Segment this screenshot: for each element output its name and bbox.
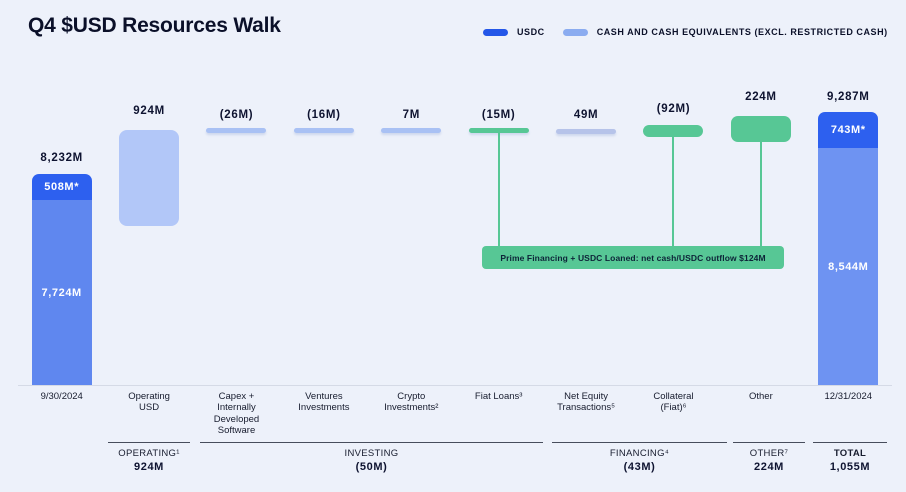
group-value-other: 224M	[754, 461, 784, 473]
fiat-loans-bar	[468, 128, 529, 133]
fiat-loans-value-label: (15M)	[481, 109, 516, 121]
ventures-investments-bar	[293, 128, 354, 133]
column-collateral-fiat: (92M)	[630, 0, 717, 385]
9-30-2024-segment-label: 7,724M	[41, 286, 82, 299]
capex-internally-developed-software-axis-label: Capex + Internally Developed Software	[213, 391, 260, 437]
bracket-line-operating	[108, 442, 190, 443]
legend-item-cash: CASH AND CASH EQUIVALENTS (EXCL. RESTRIC…	[562, 27, 888, 37]
page-title: Q4 $USD Resources Walk	[28, 14, 281, 37]
column-crypto-investments: 7M	[368, 0, 455, 385]
group-name-financing: FINANCING⁴	[609, 448, 670, 459]
legend-item-usdc: USDC	[483, 27, 545, 37]
collateral-fiat-connector-line	[672, 136, 675, 252]
net-equity-transactions-axis-label: Net Equity Transactions⁵	[557, 391, 616, 414]
group-label-total: TOTAL 1,055M	[813, 448, 887, 473]
bracket-line-total	[813, 442, 887, 443]
group-name-investing: INVESTING	[344, 448, 399, 459]
ventures-investments-axis-label: Ventures Investments	[298, 391, 350, 414]
group-value-total: 1,055M	[829, 461, 871, 473]
column-ventures-investments: (16M)	[280, 0, 367, 385]
group-label-operating: OPERATING¹ 924M	[108, 448, 190, 473]
crypto-investments-axis-label: Crypto Investments²	[384, 391, 439, 414]
12-31-2024-usdc-segment: 743M*	[818, 112, 879, 148]
group-value-investing: (50M)	[355, 461, 388, 473]
other-axis-label: Other	[749, 391, 773, 402]
other-connector-line	[759, 141, 762, 252]
12-31-2024-segment-label: 743M*	[830, 124, 866, 136]
group-label-investing: INVESTING (50M)	[200, 448, 543, 473]
chart-legend: USDC CASH AND CASH EQUIVALENTS (EXCL. RE…	[483, 27, 888, 37]
bracket-line-financing	[552, 442, 727, 443]
crypto-investments-value-label: 7M	[402, 109, 420, 121]
12-31-2024-cash-segment: 8,544M	[818, 148, 879, 385]
legend-label: CASH AND CASH EQUIVALENTS (EXCL. RESTRIC…	[596, 27, 888, 37]
usdc-swatch-icon	[483, 28, 508, 36]
ventures-investments-value-label: (16M)	[307, 109, 341, 121]
column-9-30-2024: 8,232M 508M* 7,724M	[18, 0, 105, 385]
operating-usd-value-label: 924M	[133, 105, 165, 117]
fiat-loans-connector-line	[497, 132, 500, 252]
12-31-2024-axis-label: 12/31/2024	[824, 391, 873, 402]
net-equity-transactions-bar	[556, 129, 617, 134]
fiat-loans-axis-label: Fiat Loans³	[474, 391, 523, 402]
operating-usd-axis-label: Operating USD	[128, 391, 170, 414]
other-value-label: 224M	[745, 91, 777, 103]
column-net-equity-transactions: 49M	[542, 0, 629, 385]
group-name-other: OTHER⁷	[749, 448, 789, 459]
9-30-2024-axis-label: 9/30/2024	[40, 391, 83, 402]
operating-usd-bar	[119, 130, 180, 226]
group-value-operating: 924M	[134, 461, 164, 473]
group-name-total: TOTAL	[833, 448, 867, 459]
12-31-2024-segment-label: 8,544M	[828, 260, 869, 273]
other-bar	[730, 116, 791, 142]
9-30-2024-usdc-segment: 508M*	[31, 174, 92, 200]
net-equity-transactions-value-label: 49M	[573, 109, 599, 121]
group-label-other: OTHER⁷ 224M	[733, 448, 805, 473]
collateral-fiat-value-label: (92M)	[656, 103, 691, 115]
column-operating-usd: 924M	[105, 0, 192, 385]
collateral-fiat-axis-label: Collateral (Fiat)⁶	[653, 391, 694, 414]
column-capex-internally-developed-software: (26M)	[193, 0, 280, 385]
9-30-2024-value-label: 8,232M	[40, 152, 83, 164]
legend-label: USDC	[517, 27, 545, 37]
bracket-line-other	[733, 442, 805, 443]
capex-internally-developed-software-value-label: (26M)	[219, 109, 254, 121]
12-31-2024-value-label: 9,287M	[827, 91, 870, 103]
waterfall-chart: 8,232M 508M* 7,724M 924M (26M) (16M) 7M (15M) 49…	[18, 0, 892, 386]
annotation-note: Prime Financing + USDC Loaned: net cash/…	[482, 246, 784, 269]
column-fiat-loans: (15M)	[455, 0, 542, 385]
9-30-2024-segment-label: 508M*	[44, 181, 80, 193]
capex-internally-developed-software-bar	[206, 128, 267, 133]
crypto-investments-bar	[381, 128, 442, 133]
group-label-financing: FINANCING⁴ (43M)	[552, 448, 727, 473]
column-other: 224M	[717, 0, 804, 385]
bracket-line-investing	[200, 442, 543, 443]
group-value-financing: (43M)	[623, 461, 656, 473]
group-name-operating: OPERATING¹	[118, 448, 180, 459]
9-30-2024-cash-segment: 7,724M	[31, 200, 92, 385]
collateral-fiat-bar	[643, 125, 704, 137]
column-12-31-2024: 9,287M 743M* 8,544M	[805, 0, 892, 385]
cash-swatch-icon	[562, 28, 588, 36]
